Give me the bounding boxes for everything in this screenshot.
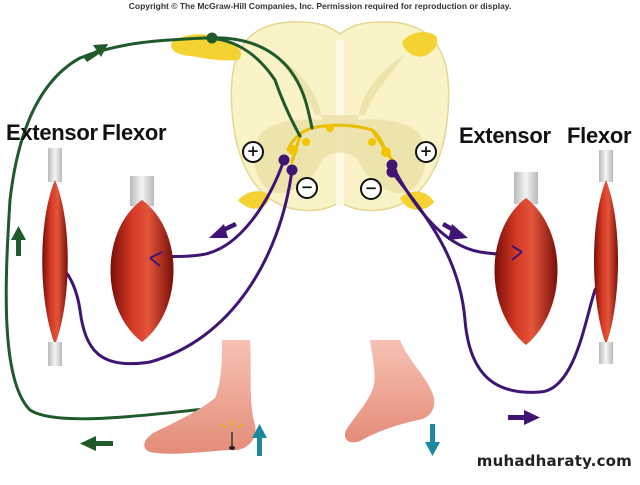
label-right-extensor: Extensor [459,123,551,148]
motor-neuron-left-extensor [60,168,294,366]
right-foot [344,340,435,443]
label-right-flexor: Flexor [567,123,632,148]
inhibitory-sign-left: − [296,177,318,199]
inhibitory-sign-right: − [360,178,382,200]
sensory-up-arrow-icon [11,226,26,256]
sensory-diagonal-arrow-icon [84,44,108,62]
excitatory-sign-left: + [242,141,264,163]
label-left-flexor: Flexor [102,120,167,145]
copyright-notice: Copyright © The McGraw-Hill Companies, I… [128,1,512,11]
right-flexor-arrow-icon [442,222,468,240]
label-left-extensor: Extensor [6,120,98,145]
motor-neuron-right-extensor [390,170,604,394]
left-sensory-arrow-icon [80,436,113,451]
left-extensor-muscle [42,148,68,366]
down-arrow-icon [425,424,440,456]
interneurons [286,123,394,164]
right-dorsal-root-ganglion [402,32,438,57]
right-extensor-muscle [594,150,618,364]
excitatory-sign-right: + [415,141,437,163]
left-foot [144,340,256,454]
tack-icon [221,420,243,450]
watermark: muhadharaty.com [476,452,632,470]
arrows [11,44,540,456]
left-flexor-muscle [110,176,174,342]
left-flexor-arrow-icon [209,222,237,238]
right-extensor-arrow-icon [508,410,540,425]
up-arrow-icon [252,424,267,456]
right-flexor-muscle [494,172,558,345]
